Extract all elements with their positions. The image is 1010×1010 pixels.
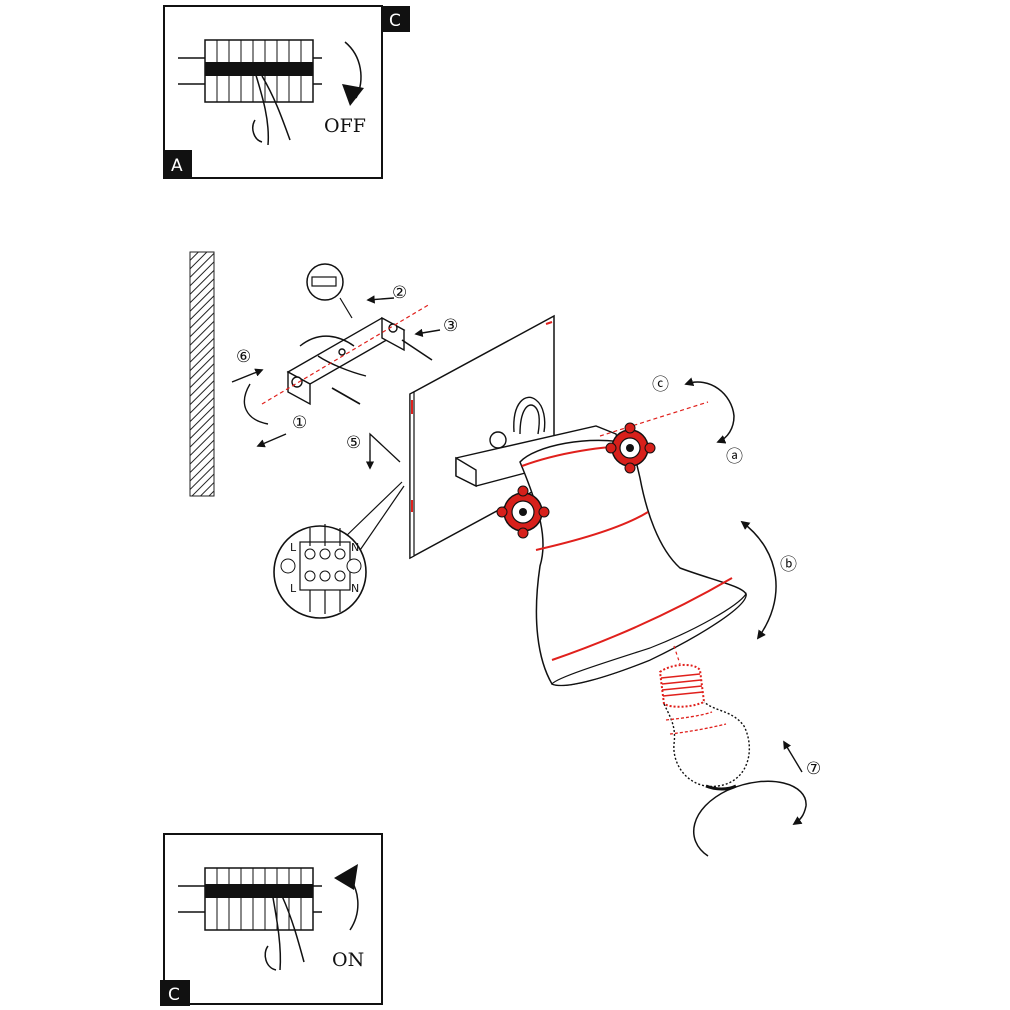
circuit-breaker-icon <box>178 867 322 971</box>
light-bulb-icon <box>658 645 751 791</box>
step-1-label: ① <box>292 413 307 433</box>
wall-plug-icon <box>306 263 353 319</box>
rotate-b-label: ⓑ <box>780 555 797 575</box>
panel-off-corner-tag: A <box>171 156 183 176</box>
terminal-n-top: N <box>351 541 359 554</box>
terminal-l-top: L <box>290 541 297 554</box>
terminal-block-detail: L N L N <box>273 481 405 619</box>
panel-switch-off: C A OFF <box>163 5 410 179</box>
drill-axis-line <box>261 303 431 405</box>
mounting-bracket <box>286 316 406 406</box>
screw-icon <box>331 339 433 405</box>
step-7-label: ⑦ <box>806 759 821 779</box>
panel-on-corner-tag: C <box>168 985 180 1005</box>
rotation-axis-line <box>599 401 709 437</box>
step-5-label: ⑤ <box>346 433 361 453</box>
rotate-a-label: ⓐ <box>726 447 743 467</box>
adjustment-knob-icon <box>605 422 656 474</box>
panel-switch-on: C ON <box>160 833 383 1006</box>
step-3-label: ③ <box>443 316 458 336</box>
step-2-label: ② <box>392 283 407 303</box>
earth-symbol-icon <box>280 558 296 574</box>
step-6-label: ⑥ <box>236 347 251 367</box>
terminal-l-bottom: L <box>290 582 297 595</box>
wall-hatch <box>189 251 215 497</box>
lamp-shade <box>519 439 747 687</box>
earth-symbol-icon <box>346 558 362 574</box>
rotate-c-label: ⓒ <box>652 375 669 395</box>
circuit-breaker-icon <box>178 39 322 146</box>
off-label: OFF <box>324 115 366 137</box>
on-label: ON <box>332 949 364 971</box>
panel-off-top-tag: C <box>389 11 401 31</box>
terminal-n-bottom: N <box>351 582 359 595</box>
adjustment-knob-icon <box>496 485 550 539</box>
